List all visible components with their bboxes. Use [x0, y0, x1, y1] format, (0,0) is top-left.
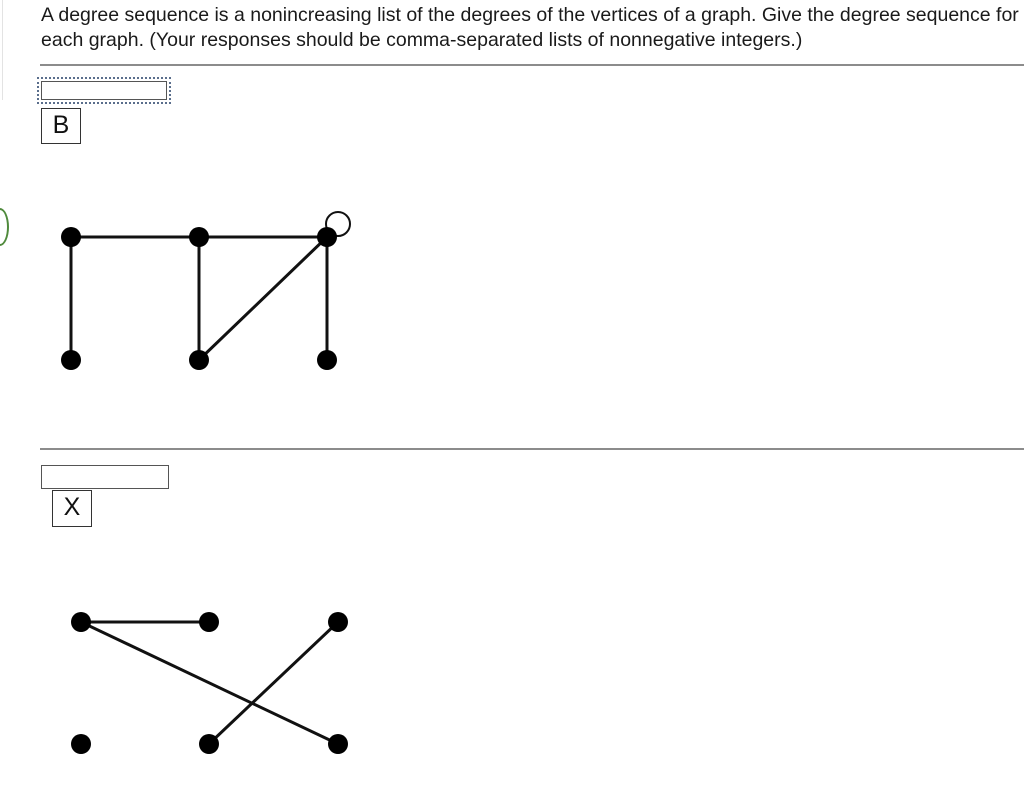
- graph-b-label: B: [41, 108, 81, 144]
- left-panel-indicator: [0, 208, 9, 246]
- graph-b-edge: [197, 235, 329, 362]
- graph-b-vertex: [189, 227, 209, 247]
- section-divider: [40, 64, 1024, 66]
- graph-x-vertex: [71, 612, 91, 632]
- answer-field-b[interactable]: [41, 81, 167, 100]
- graph-b-drawing: [61, 211, 351, 370]
- graph-x-vertex: [328, 734, 348, 754]
- answer-field-b-focus-ring: [37, 77, 171, 104]
- graph-x-vertex: [328, 612, 348, 632]
- section-divider: [40, 448, 1024, 450]
- graph-b-vertex: [317, 227, 337, 247]
- graph-b-vertex: [61, 350, 81, 370]
- question-prompt: A degree sequence is a nonincreasing lis…: [41, 4, 1019, 51]
- graph-x-label: X: [52, 490, 92, 527]
- graph-x-vertex: [199, 612, 219, 632]
- left-panel-edge: [0, 0, 3, 100]
- graph-x-drawing: [71, 612, 348, 754]
- graph-x-vertex: [199, 734, 219, 754]
- answer-field-x[interactable]: [41, 465, 169, 489]
- graph-x-edge: [80, 620, 339, 746]
- graph-b-vertex: [61, 227, 81, 247]
- graph-b-vertex: [189, 350, 209, 370]
- graph-x-edge: [207, 620, 340, 746]
- graph-x-vertex: [71, 734, 91, 754]
- graph-b-vertex: [317, 350, 337, 370]
